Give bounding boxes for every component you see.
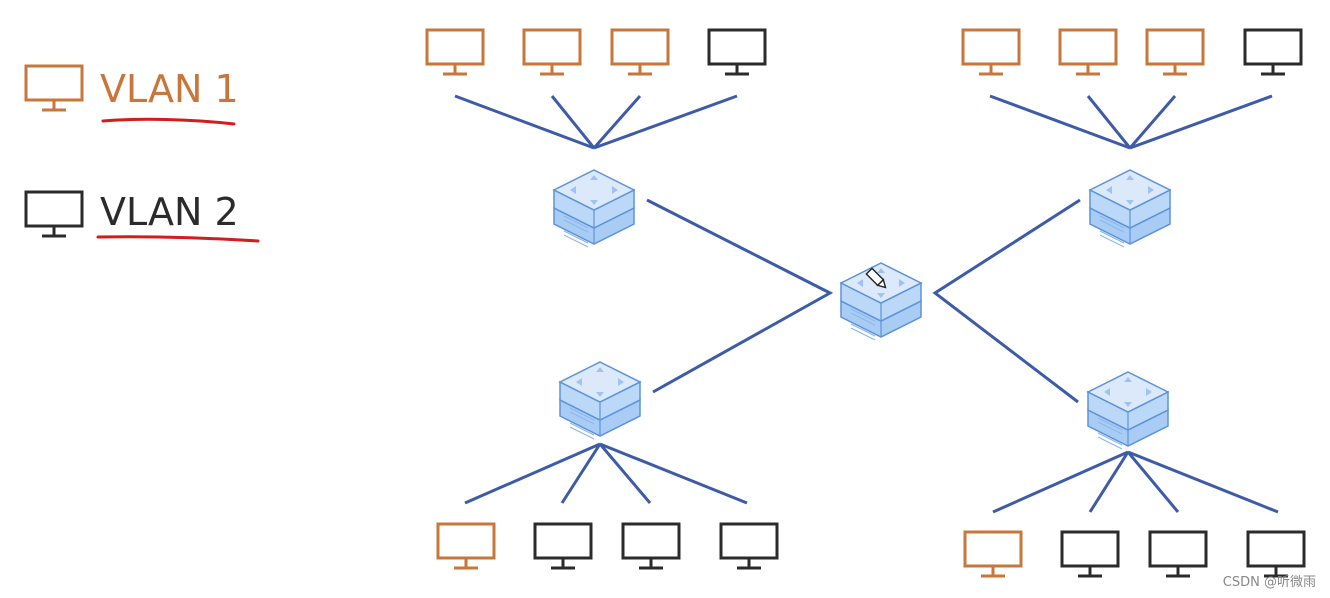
bottom-left-link-4: [599, 442, 748, 505]
top-right-computer-2-vlan1-icon[interactable]: [1058, 28, 1118, 76]
top-left-link-4: [593, 94, 738, 150]
bottom-left-switch-icon[interactable]: [559, 361, 641, 440]
legend-layer: [24, 64, 260, 243]
top-left-switch-icon[interactable]: [553, 169, 635, 248]
top-left-computer-4-vlan2-icon[interactable]: [707, 28, 767, 76]
top-right-computer-4-vlan2-icon[interactable]: [1243, 28, 1303, 76]
top-left-computer-1-vlan1-icon[interactable]: [425, 28, 485, 76]
bottom-left-computer-3-vlan2-icon[interactable]: [621, 522, 681, 570]
links-layer: [454, 94, 1279, 514]
bottom-right-switch-icon[interactable]: [1087, 371, 1169, 450]
bottom-right-computer-2-vlan2-icon[interactable]: [1060, 530, 1120, 578]
bottom-left-computer-4-vlan2-icon[interactable]: [719, 522, 779, 570]
top-left-link-1: [454, 94, 595, 150]
legend-vlan1-underline: [101, 117, 236, 126]
bottom-left-computer-2-vlan2-icon[interactable]: [533, 522, 593, 570]
core-switch-icon[interactable]: [840, 262, 922, 341]
top-left-computer-2-vlan1-icon[interactable]: [522, 28, 582, 76]
legend-vlan2-monitor-icon: [24, 190, 84, 238]
top-right-link-2: [1086, 95, 1132, 149]
bottom-right-computer-1-vlan1-icon[interactable]: [963, 530, 1023, 578]
pencil-icon: [865, 267, 887, 289]
top-left-computer-3-vlan1-icon[interactable]: [610, 28, 670, 76]
bottom-right-link-2: [1088, 451, 1130, 513]
legend-vlan1-label: VLAN 1: [100, 67, 239, 111]
bottom-right-computer-3-vlan2-icon[interactable]: [1148, 530, 1208, 578]
top-left-link-2: [550, 95, 596, 149]
legend-vlan1-monitor-icon: [24, 64, 84, 112]
top-right-link-4: [1129, 94, 1273, 150]
bottom-right-link-3: [1126, 451, 1180, 513]
bottom-left-link-2: [560, 443, 602, 504]
bottom-right-computer-4-vlan2-icon[interactable]: [1246, 530, 1306, 578]
top-left-link-3: [592, 95, 642, 149]
top-right-computer-1-vlan1-icon[interactable]: [961, 28, 1021, 76]
top-right-link-1: [989, 94, 1131, 150]
bottom-right-link-4: [1127, 450, 1279, 514]
top-right-computer-3-vlan1-icon[interactable]: [1145, 28, 1205, 76]
bottom-left-link-1: [464, 442, 601, 505]
watermark: CSDN @听微雨: [1222, 575, 1316, 590]
bottom-right-link-1: [992, 450, 1129, 514]
legend-vlan2-label: VLAN 2: [100, 190, 239, 234]
bottom-left-link-3: [598, 443, 652, 504]
top-right-switch-icon[interactable]: [1089, 169, 1171, 248]
core-link-left: [646, 198, 834, 394]
top-right-link-3: [1128, 95, 1177, 149]
bottom-left-computer-1-vlan1-icon[interactable]: [436, 522, 496, 570]
legend-vlan2-underline: [96, 235, 260, 243]
core-link-right: [932, 198, 1081, 404]
nodes-layer: [425, 28, 1306, 578]
